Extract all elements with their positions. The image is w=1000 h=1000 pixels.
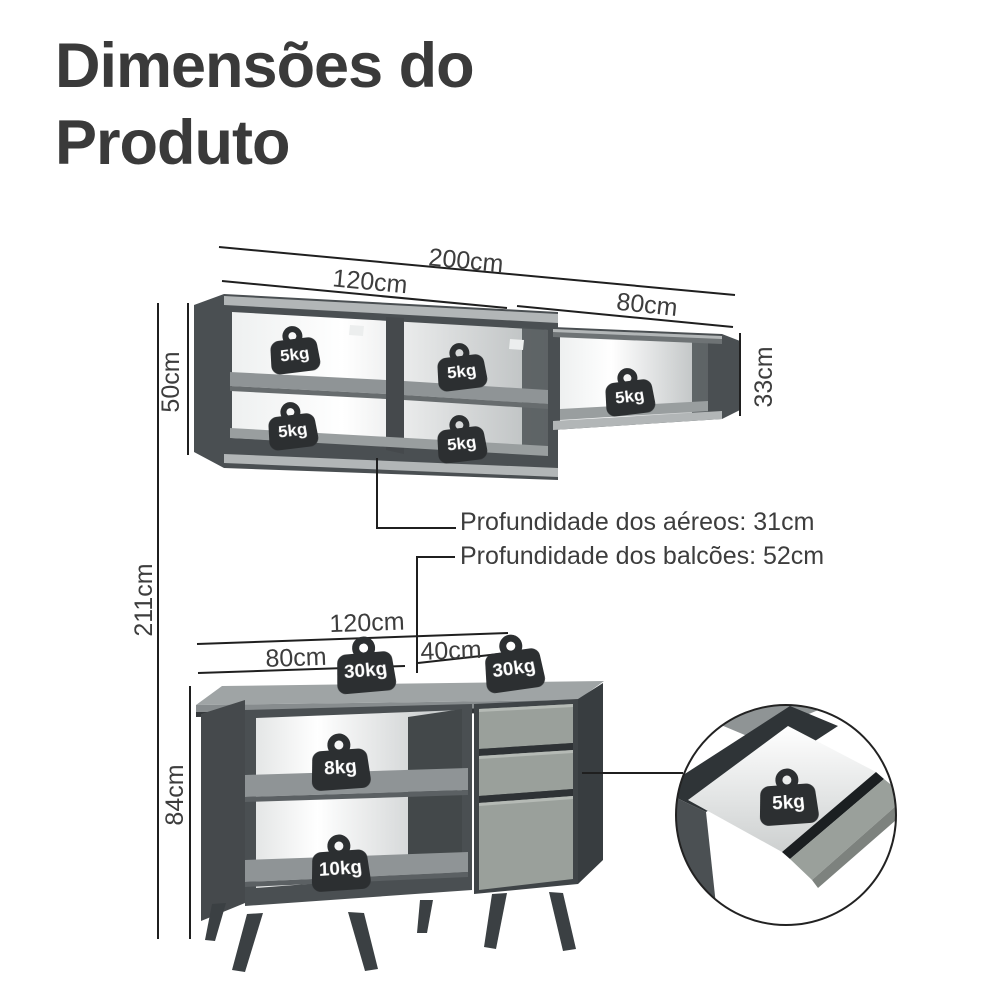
dim-label-upper-left-height: 50cm (156, 351, 185, 413)
lower-cabinet-illustration (196, 681, 604, 972)
weight-icon: 5kg (434, 412, 489, 465)
dim-label-lower-left-width: 80cm (264, 642, 328, 673)
weight-icon: 30kg (334, 634, 398, 695)
cabinet-legs (205, 892, 576, 972)
dim-label-upper-right-width: 80cm (615, 287, 679, 322)
weight-icon: 5kg (434, 340, 489, 393)
weight-label: 30kg (337, 650, 398, 695)
weight-icon: 30kg (481, 631, 547, 695)
dim-line-upper-120cm (221, 280, 508, 309)
weight-label: 5kg (759, 783, 821, 827)
weight-label: 5kg (437, 425, 489, 465)
weight-label: 5kg (605, 378, 657, 418)
page-title-line2: Produto (55, 108, 290, 178)
note-depth-counters: Profundidade dos balcões: 52cm (460, 542, 825, 570)
note-depth-wall-cabinets: Profundidade dos aéreos: 31cm (460, 508, 815, 536)
dim-label-upper-right-height: 33cm (749, 346, 778, 408)
dim-label-lower-height: 84cm (160, 764, 189, 826)
dim-line-upper-80cm (516, 305, 734, 328)
weight-icon: 5kg (758, 767, 821, 827)
weight-icon: 5kg (267, 323, 322, 376)
dim-label-lower-right-width: 40cm (419, 635, 483, 666)
weight-icon: 10kg (310, 833, 373, 893)
dim-line-lower-120cm (196, 632, 509, 645)
weight-label: 8kg (311, 748, 373, 792)
drawer-fronts (479, 704, 573, 890)
dim-label-total-height: 211cm (129, 563, 158, 637)
weight-icon: 5kg (265, 399, 320, 452)
callout-line-aereos (376, 458, 456, 529)
weight-icon: 5kg (602, 365, 657, 418)
page-title-line1: Dimensões do (55, 31, 475, 101)
weight-label: 5kg (270, 336, 322, 376)
dim-label-lower-width: 120cm (329, 607, 405, 639)
weight-icon: 8kg (310, 732, 373, 792)
callout-line-balcoes (416, 556, 455, 673)
weight-label: 10kg (311, 849, 373, 893)
page-title: Dimensões do Produto (55, 28, 475, 182)
weight-label: 5kg (268, 412, 320, 452)
weight-label: 5kg (437, 353, 489, 393)
dim-line-200cm (218, 246, 736, 296)
